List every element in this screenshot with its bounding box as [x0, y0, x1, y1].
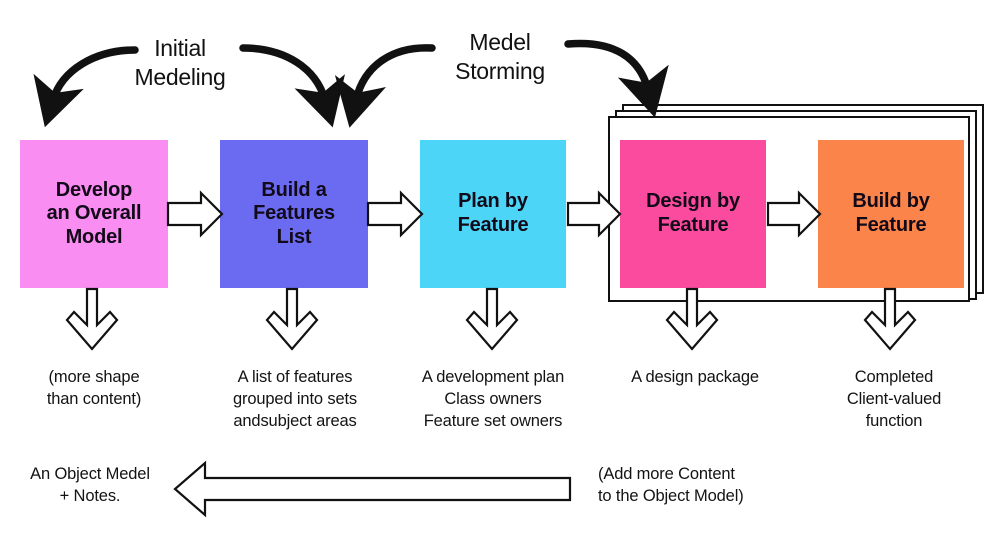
phase-box-develop-an-overall-model[interactable]: Develop an Overall Model [20, 140, 168, 288]
group-label-model-storming: Medel Storming [455, 29, 545, 84]
output-caption-plan-by-feature: A development plan Class owners Feature … [421, 368, 565, 431]
output-caption-build-by-feature: Completed Client-valued function [846, 368, 942, 431]
phase-label: Plan by Feature [457, 190, 529, 236]
phase-label: Develop an Overall Model [46, 178, 142, 248]
output-arrow-plan [465, 287, 519, 351]
feedback-label-add-more-content: (Add more Content to the Object Model) [598, 465, 744, 506]
output-arrow-develop [65, 287, 119, 351]
phase-label: Build by Feature [852, 190, 930, 236]
phase-box-build-by-feature[interactable]: Build by Feature [818, 140, 964, 288]
flow-arrow-2 [366, 190, 424, 238]
phase-box-plan-by-feature[interactable]: Plan by Feature [420, 140, 566, 288]
group-label-initial-modeling: Initial Medeling [134, 35, 226, 90]
feedback-label-object-model: An Object Medel + Notes. [30, 465, 150, 506]
phase-label: Build a Features List [253, 178, 335, 248]
output-arrow-features [265, 287, 319, 351]
output-caption-develop-an-overall-model: (more shape than content) [46, 368, 142, 409]
flow-arrow-1 [166, 190, 224, 238]
phase-label: Design by Feature [646, 190, 740, 236]
phase-box-design-by-feature[interactable]: Design by Feature [620, 140, 766, 288]
output-caption-build-a-features-list: A list of features grouped into sets and… [232, 368, 358, 431]
phase-box-build-a-features-list[interactable]: Build a Features List [220, 140, 368, 288]
output-caption-design-by-feature: A design package [631, 368, 759, 386]
feedback-arrow [173, 460, 572, 518]
arrow-model-storming-right [564, 39, 669, 118]
